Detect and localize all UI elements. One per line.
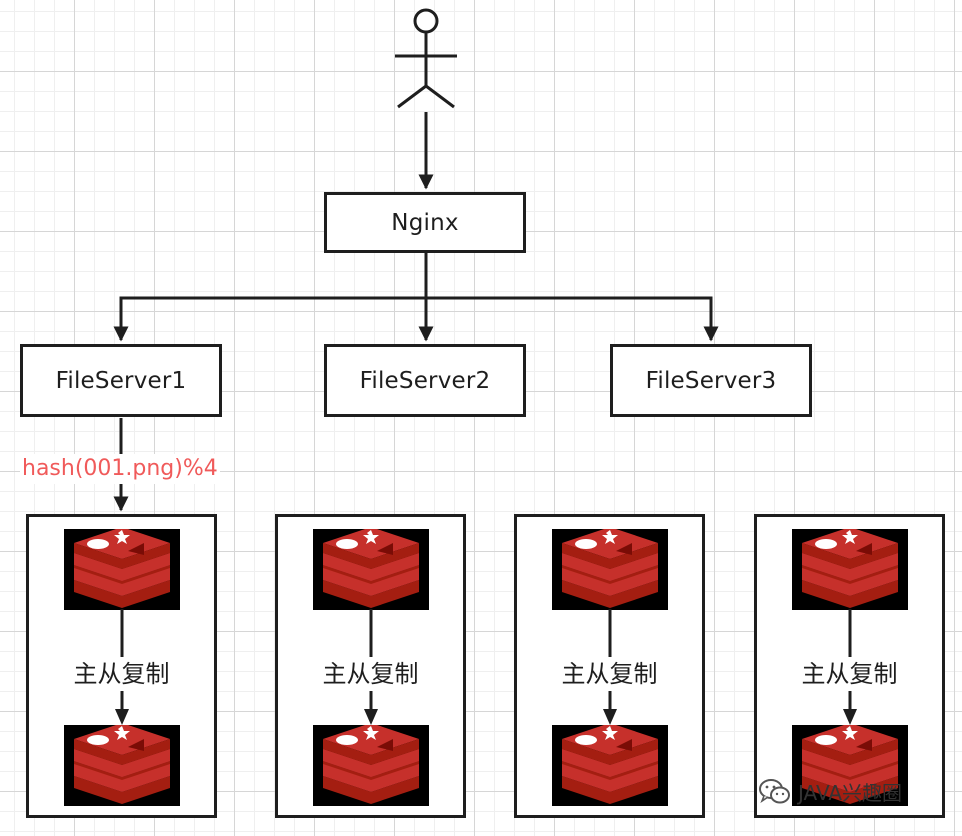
- replication-label-text: 主从复制: [799, 660, 900, 688]
- redis-master-icon: [552, 529, 668, 610]
- replication-label: 主从复制: [757, 657, 942, 691]
- replication-label: 主从复制: [517, 657, 702, 691]
- redis-master-icon: [792, 529, 908, 610]
- fileserver1-box: FileServer1: [20, 344, 222, 417]
- redis-slave-icon: [552, 725, 668, 806]
- replication-label: 主从复制: [29, 657, 214, 691]
- arrow-nginx-to-fileserver1: [113, 296, 426, 342]
- replication-label: 主从复制: [278, 657, 463, 691]
- redis-slave-icon: [313, 725, 429, 806]
- redis-group-1: 主从复制: [26, 514, 217, 818]
- watermark: JAVA兴趣圈: [758, 777, 902, 806]
- redis-slave-icon: [792, 725, 908, 806]
- watermark-text: JAVA兴趣圈: [798, 781, 903, 805]
- redis-master-icon: [313, 529, 429, 610]
- redis-group-3: 主从复制: [514, 514, 705, 818]
- fileserver2-box: FileServer2: [324, 344, 526, 417]
- replication-label-text: 主从复制: [559, 660, 660, 688]
- replication-label-text: 主从复制: [71, 660, 172, 688]
- nginx-box: Nginx: [324, 192, 526, 253]
- arrow-nginx-to-fileserver3: [426, 296, 719, 342]
- fileserver3-box: FileServer3: [610, 344, 812, 417]
- redis-group-4: 主从复制: [754, 514, 945, 818]
- redis-group-2: 主从复制: [275, 514, 466, 818]
- redis-slave-icon: [64, 725, 180, 806]
- wechat-icon: [759, 778, 790, 803]
- user-icon: [395, 8, 457, 109]
- hash-label: hash(001.png)%4: [20, 454, 220, 484]
- replication-label-text: 主从复制: [320, 660, 421, 688]
- redis-master-icon: [64, 529, 180, 610]
